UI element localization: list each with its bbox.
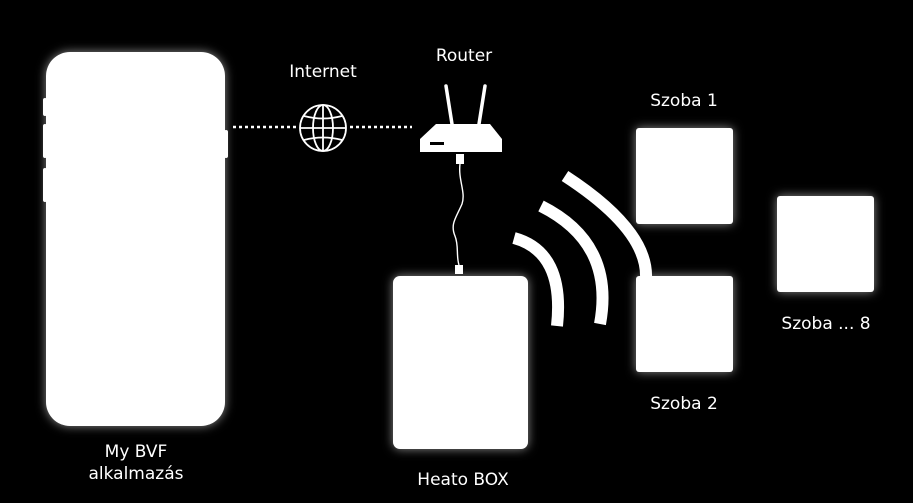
app-label-line2: alkalmazás	[88, 464, 184, 484]
room1-thermostat	[636, 128, 733, 224]
internet-label: Internet	[289, 62, 357, 82]
globe-icon	[299, 104, 347, 152]
cable	[452, 154, 464, 274]
room1-label: Szoba 1	[650, 91, 718, 111]
phone-side-button-3	[43, 168, 47, 202]
wifi-signal-icon	[512, 170, 653, 327]
room2-thermostat	[636, 276, 733, 372]
app-label-line1: My BVF	[104, 442, 168, 462]
heato-box-device	[393, 276, 528, 449]
room2-label: Szoba 2	[650, 394, 718, 414]
router-label: Router	[435, 46, 493, 66]
phone-side-button-2	[43, 124, 47, 158]
router-icon	[420, 84, 502, 152]
smartphone	[46, 52, 225, 426]
room8-label: Szoba ... 8	[781, 314, 871, 334]
room8-thermostat	[777, 196, 874, 292]
heato-box-label: Heato BOX	[417, 470, 509, 490]
phone-side-button-4	[224, 130, 228, 158]
phone-side-button-1	[43, 98, 47, 116]
